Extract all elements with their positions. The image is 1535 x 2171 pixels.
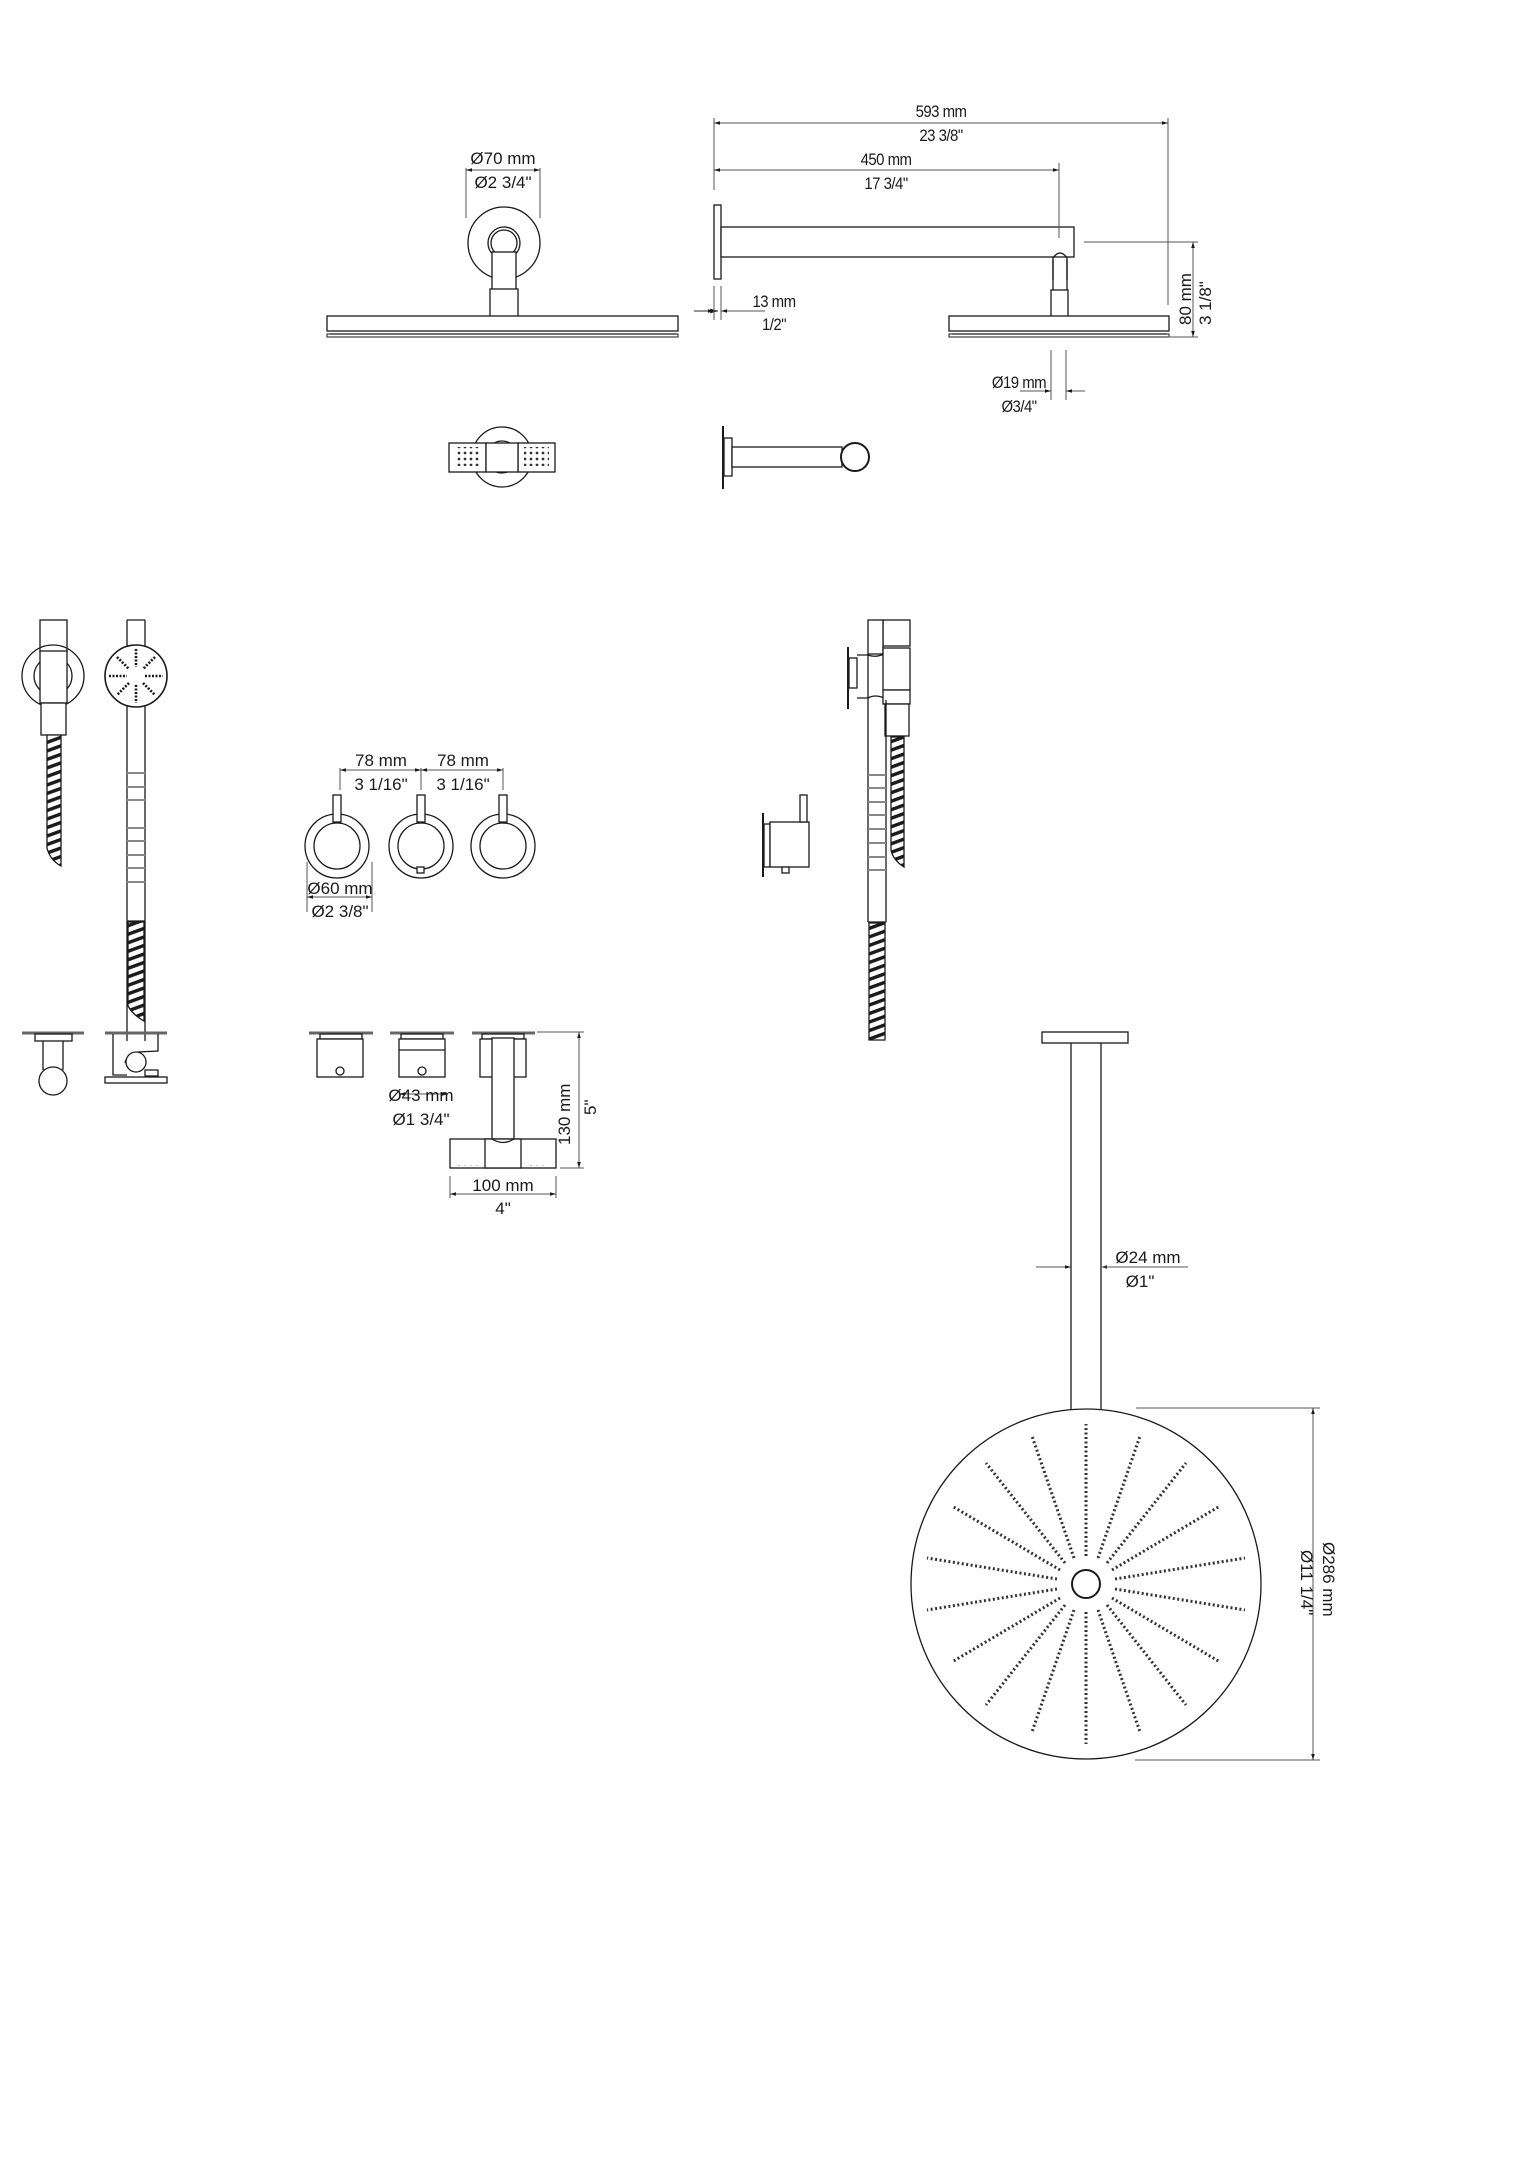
spout-width-mm-label: 100 mm	[472, 1176, 534, 1195]
handle-diameter-mm-label: Ø43 mm	[388, 1086, 454, 1105]
valve-spacing-1-mm-label: 78 mm	[355, 751, 407, 770]
valves-top-view	[309, 1031, 584, 1198]
flange-diameter-in-label: Ø2 3/4"	[474, 173, 532, 192]
wall-arm-front-view	[326, 168, 718, 338]
hand-shower-holder-top-view	[22, 1031, 168, 1096]
valves-front-view	[304, 768, 536, 912]
hand-shower-front-view	[21, 619, 168, 1041]
handle-diameter-in-label: Ø1 3/4"	[392, 1110, 450, 1129]
wall-arm-top-view	[448, 426, 556, 488]
ceiling-arm-diameter-mm-label: Ø24 mm	[1115, 1248, 1181, 1267]
connector-diameter-in-label: Ø3/4"	[1001, 397, 1037, 416]
overall-length-mm-label: 593 mm	[915, 102, 967, 121]
hand-shower-side-view	[762, 619, 911, 1041]
spout-projection-in-label: 5"	[581, 1099, 600, 1116]
valve-spacing-2-in-label: 3 1/16"	[436, 775, 490, 794]
arm-length-mm-label: 450 mm	[860, 150, 912, 169]
wall-arm-side-view	[700, 118, 1198, 400]
trim-diameter-mm-label: Ø60 mm	[307, 879, 373, 898]
trim-diameter-in-label: Ø2 3/8"	[311, 902, 369, 921]
wall-arm-end-view	[722, 426, 870, 489]
flange-depth-in-label: 1/2"	[761, 315, 787, 334]
head-height-mm-label: 80 mm	[1176, 273, 1195, 325]
connector-diameter-mm-label: Ø19 mm	[991, 373, 1047, 392]
spout-projection-mm-label: 130 mm	[555, 1083, 574, 1145]
ceiling-arm-diameter-in-label: Ø1"	[1125, 1272, 1155, 1291]
overall-length-in-label: 23 3/8"	[919, 126, 963, 145]
arm-length-in-label: 17 3/4"	[864, 174, 908, 193]
ceiling-shower-view	[910, 1031, 1320, 1761]
flange-depth-mm-label: 13 mm	[752, 292, 796, 311]
head-diameter-mm-label: Ø286 mm	[1319, 1542, 1338, 1617]
head-height-in-label: 3 1/8"	[1196, 281, 1215, 325]
flange-diameter-mm-label: Ø70 mm	[470, 149, 536, 168]
valve-spacing-1-in-label: 3 1/16"	[354, 775, 408, 794]
spout-width-in-label: 4"	[495, 1199, 511, 1218]
head-diameter-in-label: Ø11 1/4"	[1297, 1550, 1316, 1616]
valve-spacing-2-mm-label: 78 mm	[437, 751, 489, 770]
